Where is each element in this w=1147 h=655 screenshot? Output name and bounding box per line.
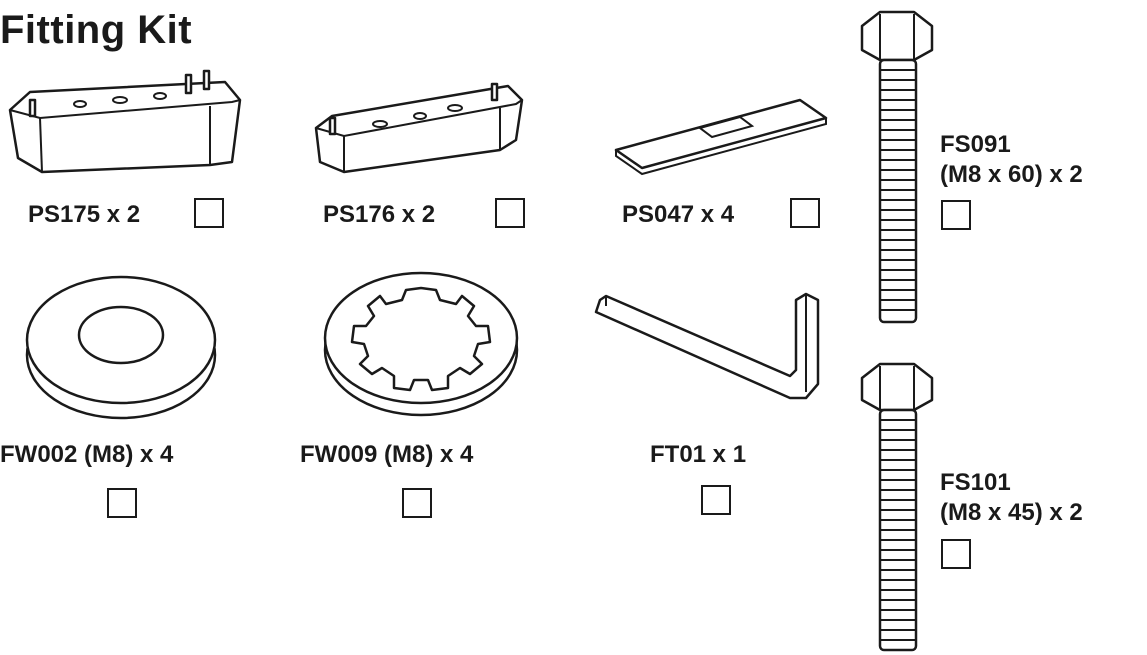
part-label-ps175: PS175 x 2 [28,201,141,228]
wedge-block-large-icon [8,69,242,174]
part-label-fs101-size: (M8 x 45) x 2 [940,499,1083,526]
slotted-plate-icon [614,98,828,176]
checkbox-ps175[interactable] [194,198,224,228]
allen-key-icon [594,292,820,400]
wedge-block-small-icon [314,82,524,174]
part-label-ps047: PS047 x 4 [622,201,735,228]
part-label-ps176: PS176 x 2 [323,201,436,228]
part-label-fw009: FW009 (M8) x 4 [300,441,474,468]
checkbox-fs101[interactable] [941,539,971,569]
part-label-fs091-code: FS091 [940,131,1011,158]
bolt-long-icon [860,10,934,324]
part-label-fw002: FW002 (M8) x 4 [0,441,174,468]
checkbox-fw009[interactable] [402,488,432,518]
checkbox-ps047[interactable] [790,198,820,228]
checkbox-ps176[interactable] [495,198,525,228]
checkbox-fw002[interactable] [107,488,137,518]
bolt-short-icon [860,362,934,652]
checkbox-ft01[interactable] [701,485,731,515]
part-label-fs091-size: (M8 x 60) x 2 [940,161,1083,188]
page-title: Fitting Kit [0,8,193,52]
lock-washer-icon [323,271,519,417]
part-label-ft01: FT01 x 1 [650,441,747,468]
checkbox-fs091[interactable] [941,200,971,230]
part-label-fs101-code: FS101 [940,469,1011,496]
flat-washer-icon [25,275,217,420]
